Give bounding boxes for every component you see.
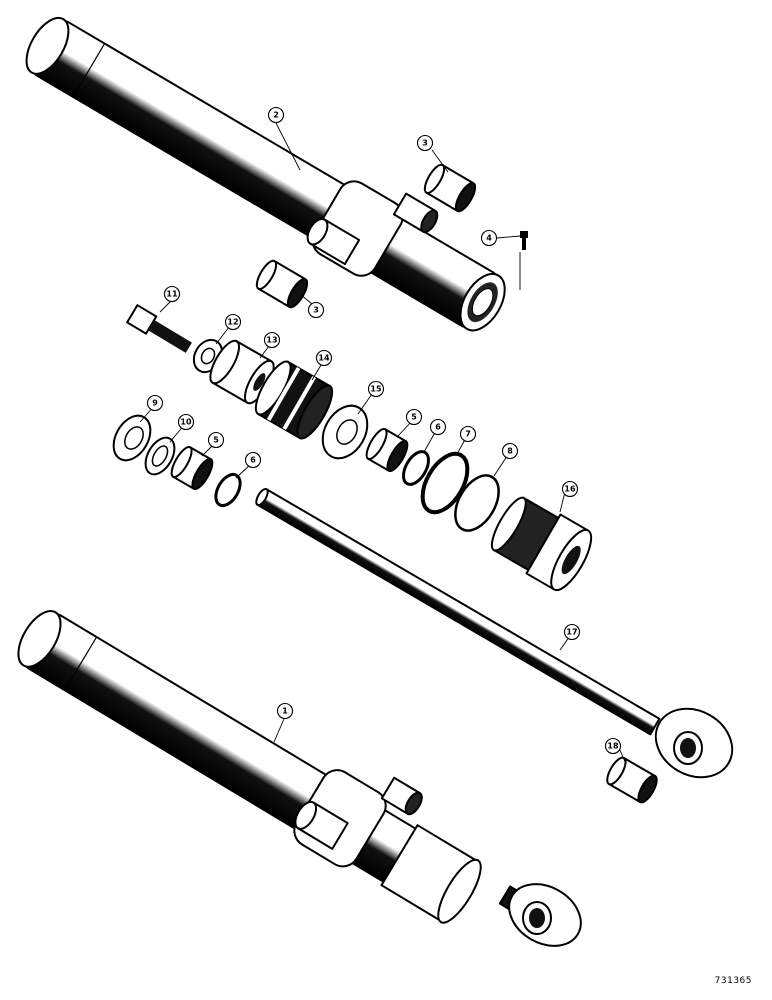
svg-text:8: 8 (507, 447, 513, 456)
backup-ring-part-10 (144, 436, 176, 476)
callout-12: 12 (224, 313, 242, 331)
callout-2: 2 (267, 106, 285, 124)
callout-8: 8 (501, 442, 519, 460)
seal-ring-part-15 (321, 404, 369, 460)
figure-number: 731365 (714, 976, 752, 986)
o-ring-part-6-left (214, 472, 242, 508)
svg-text:5: 5 (213, 436, 219, 445)
bearing-part-5-right (365, 427, 409, 473)
cylinder-barrel-part-2 (25, 16, 506, 332)
bushing-part-18 (606, 756, 658, 804)
callout-3-lower: 3 (307, 301, 325, 319)
callout-11: 11 (163, 285, 181, 303)
svg-text:10: 10 (180, 418, 192, 427)
callout-15: 15 (367, 380, 385, 398)
cylinder-assembly-part-1 (17, 610, 582, 947)
svg-text:12: 12 (227, 318, 238, 327)
piston-rod-part-17 (255, 487, 734, 779)
callout-7: 7 (459, 425, 477, 443)
callout-18: 18 (604, 737, 622, 755)
bearing-part-5-left (170, 445, 214, 491)
svg-text:5: 5 (411, 413, 417, 422)
backup-ring-part-8 (454, 474, 500, 532)
bolt-part-11 (126, 304, 192, 353)
svg-text:11: 11 (166, 290, 178, 299)
svg-text:4: 4 (486, 234, 492, 243)
callout-17: 17 (563, 623, 581, 641)
callout-6-right: 6 (429, 418, 447, 436)
svg-text:15: 15 (370, 385, 382, 394)
wiper-ring-part-9 (112, 414, 152, 462)
cylinder-head-part-16 (490, 496, 593, 592)
callout-6-left: 6 (244, 451, 262, 469)
callout-5-left: 5 (207, 431, 225, 449)
svg-text:18: 18 (607, 742, 619, 751)
callout-3-upper: 3 (416, 134, 434, 152)
svg-text:9: 9 (152, 399, 158, 408)
svg-text:6: 6 (250, 456, 256, 465)
bushing-part-3-upper (423, 163, 477, 213)
callout-10: 10 (177, 413, 195, 431)
svg-text:3: 3 (313, 306, 319, 315)
svg-text:7: 7 (465, 430, 471, 439)
svg-text:13: 13 (266, 336, 277, 345)
callout-4: 4 (480, 229, 498, 247)
callout-13: 13 (263, 331, 281, 349)
o-ring-part-6-right (402, 450, 430, 486)
grease-fitting-part-4 (520, 231, 528, 250)
svg-text:3: 3 (422, 139, 428, 148)
seal-ring-part-7 (420, 451, 470, 515)
callout-9: 9 (146, 394, 164, 412)
callout-14: 14 (315, 349, 333, 367)
svg-text:6: 6 (435, 423, 441, 432)
bushing-part-3-lower (255, 259, 309, 309)
svg-text:14: 14 (318, 354, 330, 363)
svg-text:2: 2 (273, 111, 279, 120)
callout-5-right: 5 (405, 408, 423, 426)
svg-text:17: 17 (566, 628, 577, 637)
svg-text:16: 16 (564, 485, 576, 494)
callout-16: 16 (561, 480, 579, 498)
callout-1: 1 (276, 702, 294, 720)
piston-part-14 (254, 360, 334, 440)
svg-text:1: 1 (282, 707, 288, 716)
